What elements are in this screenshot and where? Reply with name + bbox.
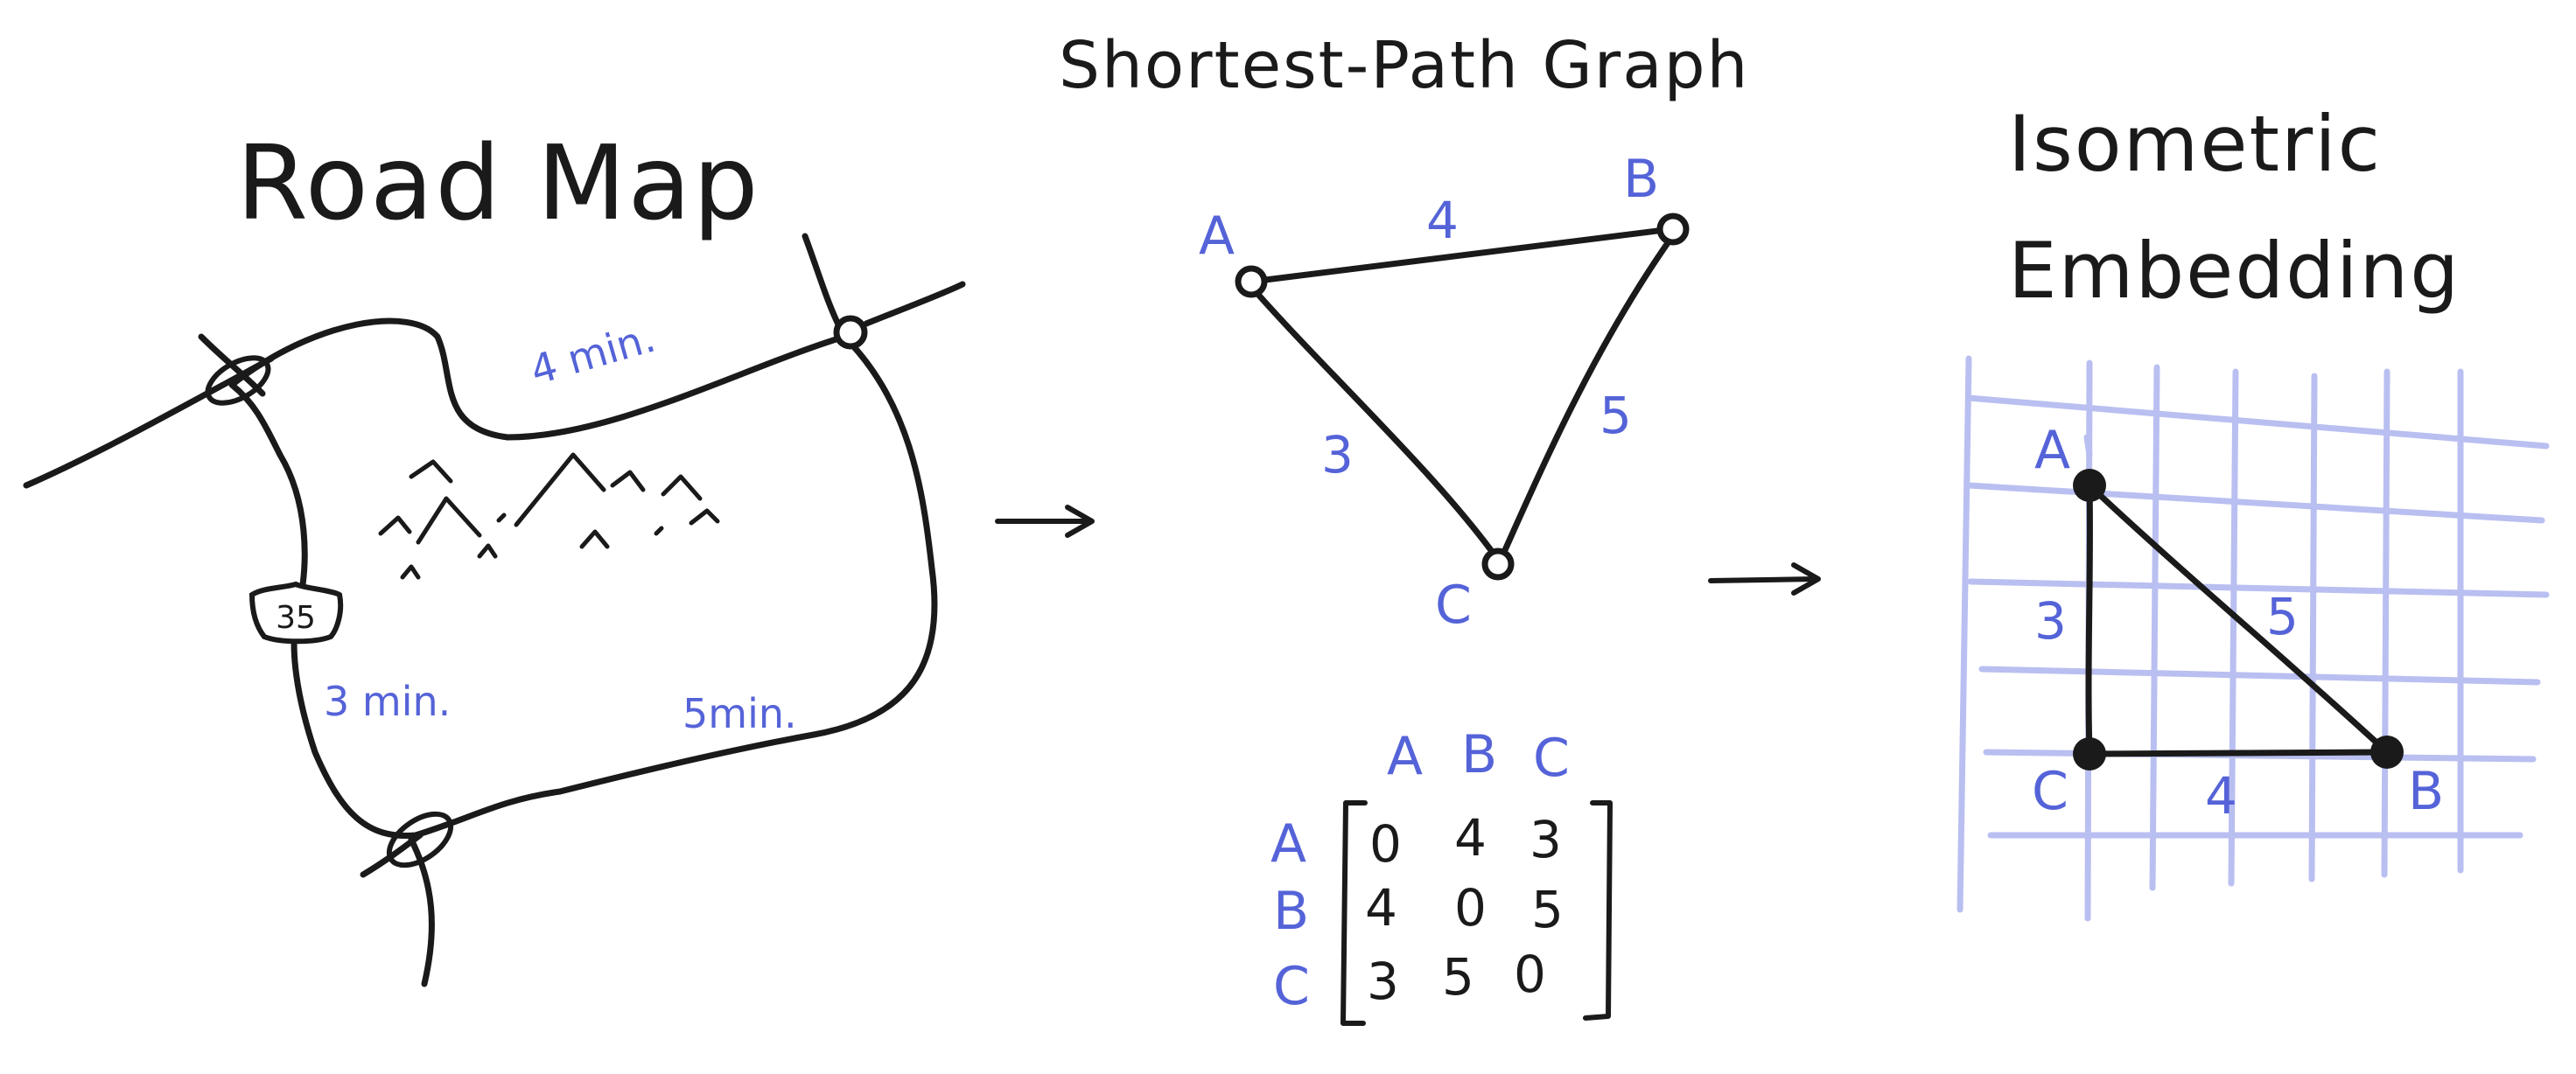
interchange-bottom <box>386 811 454 868</box>
road-left-time-label: 3 min. <box>324 678 451 725</box>
graph-weight-ab: 4 <box>1426 191 1459 250</box>
graph-node-c <box>1481 547 1515 581</box>
embedding-edge-ab <box>2086 482 2390 756</box>
embedding-weight-cb: 4 <box>2205 766 2237 826</box>
embedding-edge-cb <box>2086 749 2390 757</box>
embedding-weight-ac: 3 <box>2034 591 2067 651</box>
matrix-cell: 3 <box>1530 810 1562 869</box>
road-bottom-time-label: 5min. <box>682 690 797 737</box>
embedding-panel: Isometric Embedding A B C 3 5 <box>1956 99 2550 922</box>
embedding-node-b <box>2370 736 2404 769</box>
highway-left <box>23 355 275 489</box>
arrow-map-to-graph <box>995 505 1095 538</box>
graph-node-c-label: C <box>1435 575 1472 636</box>
embedding-title-line1: Isometric <box>2008 99 2382 189</box>
matrix-cell: 4 <box>1365 878 1397 938</box>
matrix-row-header: A <box>1270 813 1306 875</box>
road-top-time-label: 4 min. <box>525 314 661 394</box>
road-map-title: Road Map <box>236 122 760 243</box>
matrix-row-header: C <box>1273 956 1310 1017</box>
matrix-right-bracket <box>1583 800 1613 1021</box>
interchange-left <box>205 355 271 406</box>
matrix-cell: 0 <box>1514 945 1546 1004</box>
route-35-shield <box>248 581 344 645</box>
distance-matrix: A B C A B C 0 4 3 4 0 5 3 5 0 <box>1270 724 1613 1026</box>
embedding-node-b-label: B <box>2408 761 2444 822</box>
highway-right-ne <box>863 281 966 327</box>
graph-panel: Shortest-Path Graph A B C 4 3 5 <box>1059 28 1749 636</box>
embedding-node-c-label: C <box>2032 761 2068 822</box>
highway-right-nw <box>802 233 844 331</box>
matrix-col-header: A <box>1387 726 1423 787</box>
graph-node-b-label: B <box>1623 149 1659 210</box>
matrix-cell: 4 <box>1454 808 1487 868</box>
graph-edge-ab <box>1248 226 1675 285</box>
embedding-title-line2: Embedding <box>2008 226 2460 316</box>
mountains-drawing <box>378 452 720 580</box>
graph-weight-bc: 5 <box>1600 386 1632 445</box>
loop-road <box>228 317 938 840</box>
highway-bottom <box>408 836 435 987</box>
matrix-cell: 0 <box>1454 878 1487 938</box>
embedding-grid <box>1956 355 2550 922</box>
graph-title: Shortest-Path Graph <box>1059 28 1749 103</box>
graph-node-a-label: A <box>1199 206 1235 267</box>
embedding-node-c <box>2073 737 2106 771</box>
matrix-cell: 5 <box>1531 880 1564 939</box>
graph-edge-bc <box>1497 234 1675 563</box>
graph-node-b <box>1656 213 1690 246</box>
matrix-col-header: B <box>1461 724 1497 785</box>
arrow-graph-to-embedding <box>1708 562 1821 596</box>
embedding-node-a-label: A <box>2034 420 2070 481</box>
graph-node-a <box>1235 265 1268 298</box>
graph-edge-ac <box>1250 285 1502 563</box>
junction-right <box>833 315 868 350</box>
embedding-weight-ab: 5 <box>2266 587 2299 646</box>
embedding-edge-ac <box>2085 482 2093 756</box>
matrix-col-header: C <box>1533 728 1570 789</box>
route-35-label: 35 <box>276 600 316 636</box>
graph-weight-ac: 3 <box>1321 425 1354 485</box>
matrix-cell: 5 <box>1442 947 1474 1007</box>
matrix-cell: 0 <box>1369 814 1402 874</box>
matrix-cell: 3 <box>1367 952 1399 1011</box>
highway-bottom-west <box>360 832 424 878</box>
matrix-row-header: B <box>1273 881 1309 942</box>
embedding-node-a <box>2073 469 2106 502</box>
road-map-panel: Road Map 35 <box>23 122 966 987</box>
matrix-left-bracket <box>1340 800 1368 1026</box>
